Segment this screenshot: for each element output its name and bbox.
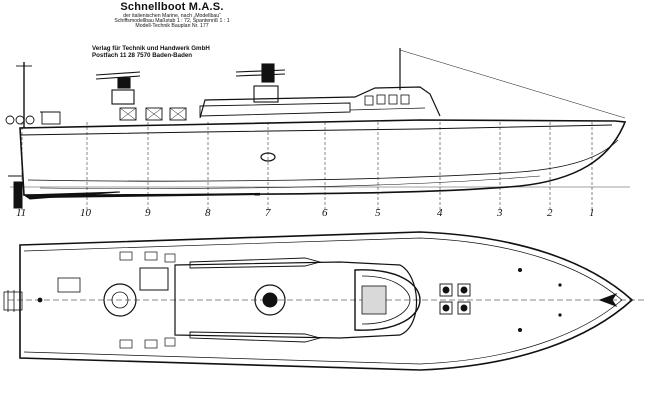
- publisher-line-1: Verlag für Technik und Handwerk GmbH: [92, 45, 210, 52]
- torpedo-tube-port: [189, 257, 322, 269]
- chine-line: [27, 139, 619, 182]
- torpedo-tube-starboard: [189, 331, 322, 343]
- publisher-line-2: Postfach 11 28 7570 Baden-Baden: [92, 51, 193, 59]
- aft-gun-mount: [95, 71, 141, 105]
- side-racks: [119, 251, 176, 349]
- rudder: [13, 181, 23, 209]
- publisher-block: Verlag für Technik und Handwerk GmbH Pos…: [92, 45, 222, 59]
- aft-gun-ring-plan: [103, 283, 137, 317]
- fwd-gun-mount: [235, 63, 286, 103]
- plan-subtitle-1: der italienischen Marine, nach „Modellba…: [123, 12, 221, 19]
- forestay: [399, 49, 626, 119]
- deck-line: [19, 124, 613, 136]
- fwd-gun-ring-plan: [254, 284, 286, 316]
- plan-deckhouse: [174, 261, 418, 339]
- plan-subtitle-3: Modell-Technik Bauplan Nr. 177: [135, 23, 209, 30]
- plan-view: [3, 231, 645, 371]
- plan-bridge: [354, 269, 421, 331]
- side-torpedo: [199, 102, 351, 117]
- fwd-hatches: [439, 283, 471, 315]
- cabin-windows: [364, 94, 410, 106]
- title-block: Schnellboot M.A.S. der italienischen Mar…: [92, 1, 252, 30]
- station-lines: [21, 122, 593, 212]
- hull-side-outline: [19, 119, 627, 196]
- stern-rail: [3, 290, 23, 312]
- aft-hatch: [139, 267, 169, 291]
- deck-racks: [119, 107, 187, 121]
- side-profile-view: [5, 48, 630, 212]
- hull-emblem: [260, 152, 276, 162]
- plan-subtitle-2: Schiffsmodellbau Maßstab 1 : 72, Spanten…: [114, 18, 230, 24]
- stern-gear: [5, 62, 61, 128]
- plan-title: Schnellboot M.A.S.: [120, 1, 224, 13]
- cabin: [199, 86, 441, 119]
